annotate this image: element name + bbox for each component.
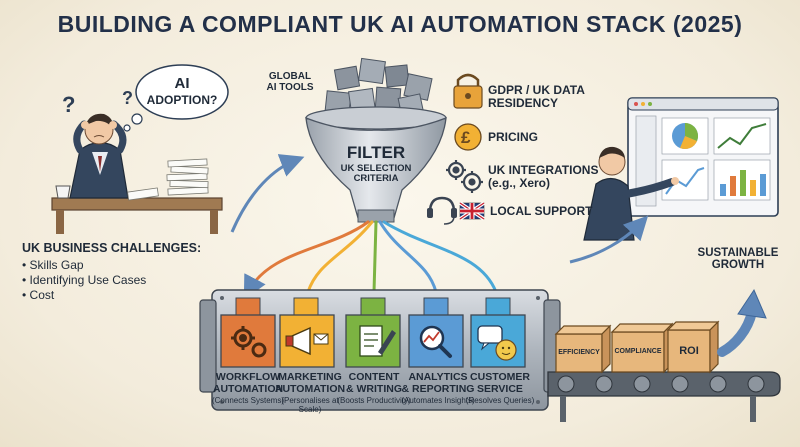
pound-coin-icon: £ [454,123,482,151]
challenges-panel: UK BUSINESS CHALLENGES: Skills Gap Ident… [22,241,202,303]
module-customer-name-2: SERVICE [477,382,523,395]
thought-line-1: AI [174,75,190,92]
document-pen-icon [359,325,396,357]
filter-label: FILTER UK SELECTION CRITERIA [326,144,426,184]
module-workflow: WORKFLOW AUTOMATION (Connects Systems) [210,371,286,406]
challenge-item: Identifying Use Cases [22,273,201,288]
worried-person-illustration: ? ? [51,64,229,234]
module-marketing: MARKETING AUTOMATION (Personalises at Sc… [272,371,348,415]
module-analytics-sub: (Automates Insights) [401,396,475,406]
headset-icon [427,196,457,225]
thought-line-2: ADOPTION? [146,92,218,107]
svg-text:?: ? [122,88,133,108]
challenge-item: Skills Gap [22,258,201,273]
challenges-heading: UK BUSINESS CHALLENGES: [22,241,202,255]
filter-title: FILTER [346,143,406,162]
module-analytics-name-1: ANALYTICS [408,371,468,383]
global-tools-line-1: GLOBAL [268,71,312,82]
arrow-to-presenter [569,215,649,264]
output-boxes [554,320,720,374]
criterion-pricing: PRICING [488,130,539,144]
magnifier-chart-icon [419,325,452,358]
challenge-item: Cost [22,288,201,303]
module-analytics: ANALYTICS & REPORTING (Automates Insight… [400,371,476,406]
svg-text:£: £ [461,128,471,147]
filter-sub-1: UK SELECTION [340,162,412,174]
module-marketing-name-2: AUTOMATION [274,382,346,395]
criterion-integrations: UK INTEGRATIONS (e.g., Xero) [488,164,598,189]
global-tools-line-2: AI TOOLS [266,81,314,93]
filter-funnel-illustration [305,57,447,223]
module-marketing-sub: (Personalises at Scale) [281,396,339,414]
module-workflow-name-2: AUTOMATION [212,382,284,395]
criterion-integrations-line-1: UK INTEGRATIONS [488,163,599,177]
module-content-name-1: CONTENT [348,371,400,383]
module-content: CONTENT & WRITING (Boosts Productivity) [336,371,412,406]
padlock-icon [453,73,483,109]
global-tools-label: GLOBAL AI TOOLS [258,71,322,93]
module-marketing-name-1: MARKETING [278,371,342,383]
megaphone-icon [285,326,329,356]
criterion-gdpr: GDPR / UK DATA RESIDENCY [488,84,585,109]
growth-arrow [717,307,757,357]
union-jack-flag-icon [459,201,485,221]
arrow-to-funnel [230,154,305,233]
criterion-gdpr-line-2: RESIDENCY [488,95,559,110]
module-workflow-sub: (Connects Systems) [211,396,285,406]
conveyor-belt [547,371,781,422]
chat-bubbles-icon [477,325,517,361]
gear-icon [231,326,267,358]
presenter-illustration [583,97,779,241]
stream-lines [243,220,498,300]
criterion-local-support: LOCAL SUPPORT [490,204,593,218]
output-compliance: COMPLIANCE [614,348,662,355]
module-customer-name-1: CUSTOMER [470,371,530,383]
output-efficiency: EFFICIENCY [558,349,600,356]
page-title: BUILDING A COMPLIANT UK AI AUTOMATION ST… [57,11,743,37]
growth-line-2: GROWTH [711,259,765,272]
svg-text:?: ? [62,92,75,117]
module-content-name-2: & WRITING [346,382,402,395]
module-content-sub: (Boosts Productivity) [337,396,411,406]
module-workflow-name-1: WORKFLOW [215,371,281,383]
growth-arrow-head [737,288,767,319]
growth-line-1: SUSTAINABLE [697,247,779,259]
module-analytics-name-2: & REPORTING [401,382,475,395]
gears-icon [446,160,483,193]
criterion-integrations-line-2: (e.g., Xero) [488,175,551,190]
thought-bubble-text: AI ADOPTION? [136,76,228,106]
output-roi: ROI [679,345,699,357]
module-customer-sub: (Resolves Queries) [465,396,535,406]
growth-label: SUSTAINABLE GROWTH [688,247,788,271]
filter-sub-2: CRITERIA [353,172,399,184]
module-customer-service: CUSTOMER SERVICE (Resolves Queries) [462,371,538,406]
challenges-list: Skills Gap Identifying Use Cases Cost [22,258,201,303]
criterion-gdpr-line-1: GDPR / UK DATA [488,83,585,97]
